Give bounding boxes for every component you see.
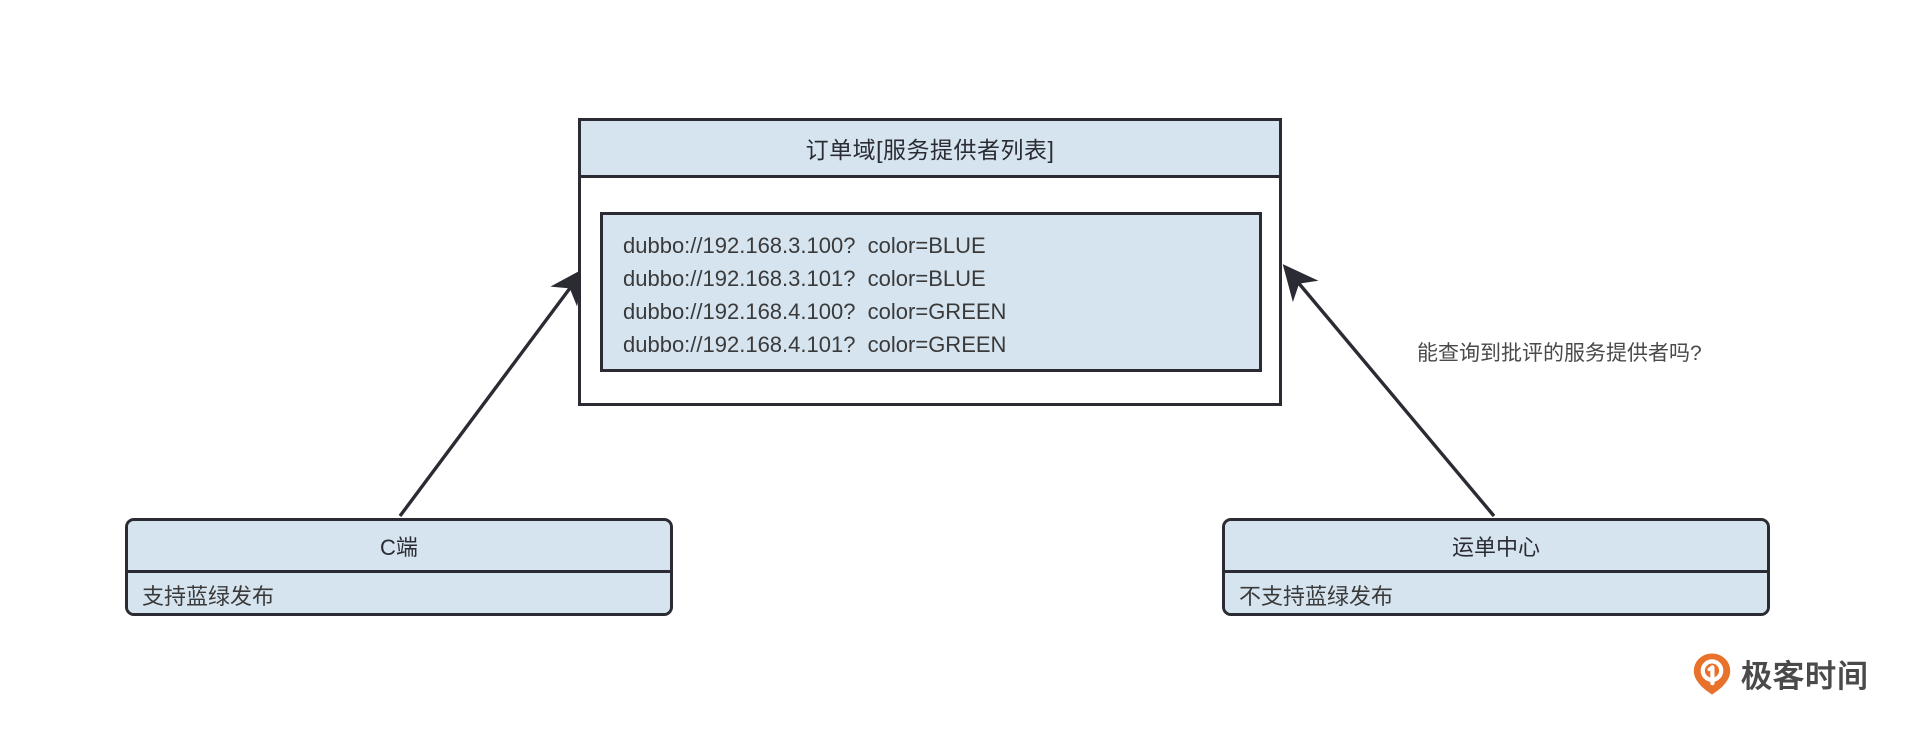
brand-name: 极客时间: [1741, 659, 1869, 694]
annotation-question: 能查询到批评的服务提供者吗?: [1417, 342, 1702, 365]
provider-entry: dubbo://192.168.4.100? color=GREEN: [623, 299, 1007, 324]
consumer-description-client: 支持蓝绿发布: [128, 573, 670, 613]
arrow-waybill-to-order-domain: [1282, 264, 1496, 518]
brand-logo: 极客时间: [1692, 651, 1869, 696]
location-pin-icon: [1693, 653, 1731, 694]
arrow-client-to-order-domain: [398, 267, 586, 518]
consumer-box-client: C端 支持蓝绿发布: [125, 518, 673, 616]
order-domain-body: dubbo://192.168.3.100? color=BLUE dubbo:…: [581, 178, 1279, 403]
consumer-box-waybill-center: 运单中心 不支持蓝绿发布: [1222, 518, 1770, 616]
order-domain-title: 订单域[服务提供者列表]: [581, 121, 1279, 178]
provider-entry: dubbo://192.168.3.101? color=BLUE: [623, 266, 986, 291]
service-provider-list-panel: dubbo://192.168.3.100? color=BLUE dubbo:…: [600, 212, 1262, 372]
provider-entry: dubbo://192.168.4.101? color=GREEN: [623, 332, 1007, 357]
consumer-description-waybill-center: 不支持蓝绿发布: [1225, 573, 1767, 613]
consumer-title-client: C端: [128, 521, 670, 573]
consumer-title-waybill-center: 运单中心: [1225, 521, 1767, 573]
provider-entry: dubbo://192.168.3.100? color=BLUE: [623, 233, 986, 258]
order-domain-box: 订单域[服务提供者列表] dubbo://192.168.3.100? colo…: [578, 118, 1282, 406]
